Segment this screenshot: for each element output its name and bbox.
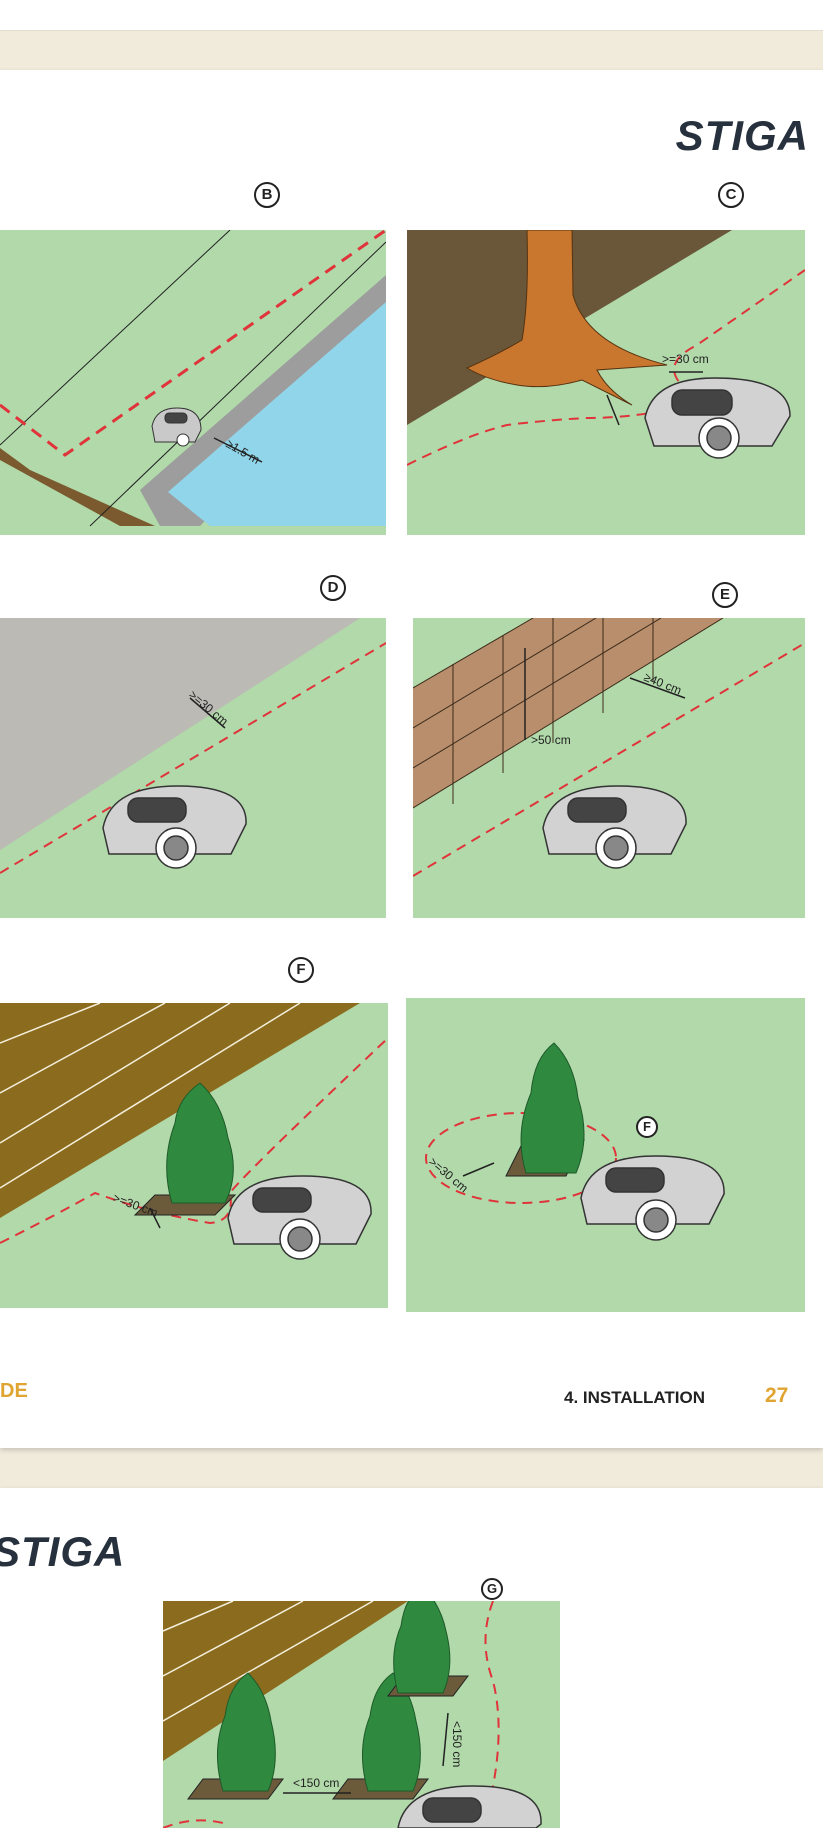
callout-b: B [254,182,280,208]
callout-g: G [481,1578,503,1600]
measure-shrub-vertical: <150 cm [450,1721,464,1767]
mower-deck [227,1175,372,1260]
callout-e: E [712,582,738,608]
illustration-tree: >=30 cm [407,230,805,535]
measure-wall-height: >50 cm [531,733,571,747]
footer-section-title: 4. INSTALLATION [564,1388,706,1407]
mower-wall [542,785,687,869]
mower-bush [580,1155,725,1241]
mower-shrubs [397,1785,542,1828]
footer-left-fragment: DE [0,1380,28,1402]
mower-small [151,407,202,447]
mower-tree [644,377,791,459]
callout-f-bush: F [636,1116,658,1138]
illustration-deck: >=30 cm [0,1003,388,1308]
mower-gravel [102,785,247,869]
illustration-pool: ≥1.5 m [0,230,386,535]
stiga-logo: STIGA [675,112,809,159]
footer-page-number: 27 [765,1384,789,1407]
stiga-logo-page2: STIGA [0,1528,126,1575]
measure-tree: >=30 cm [662,352,709,366]
illustration-gravel: >=30 cm [0,618,386,918]
illustration-shrubs: <150 cm <150 cm [163,1601,560,1828]
callout-d: D [320,575,346,601]
callout-c: C [718,182,744,208]
illustration-wall: >50 cm ≥40 cm [413,618,805,918]
browser-top-strip [0,0,823,31]
manual-page-27: STIGA ≥1.5 m B >=30 cm C [0,70,823,1448]
callout-f-deck: F [288,957,314,983]
illustration-bush: >=30 cm [406,998,805,1312]
manual-page-28: STIGA <150 cm <150 cm G [0,1488,823,1828]
measure-shrub-gap: <150 cm [293,1776,339,1790]
